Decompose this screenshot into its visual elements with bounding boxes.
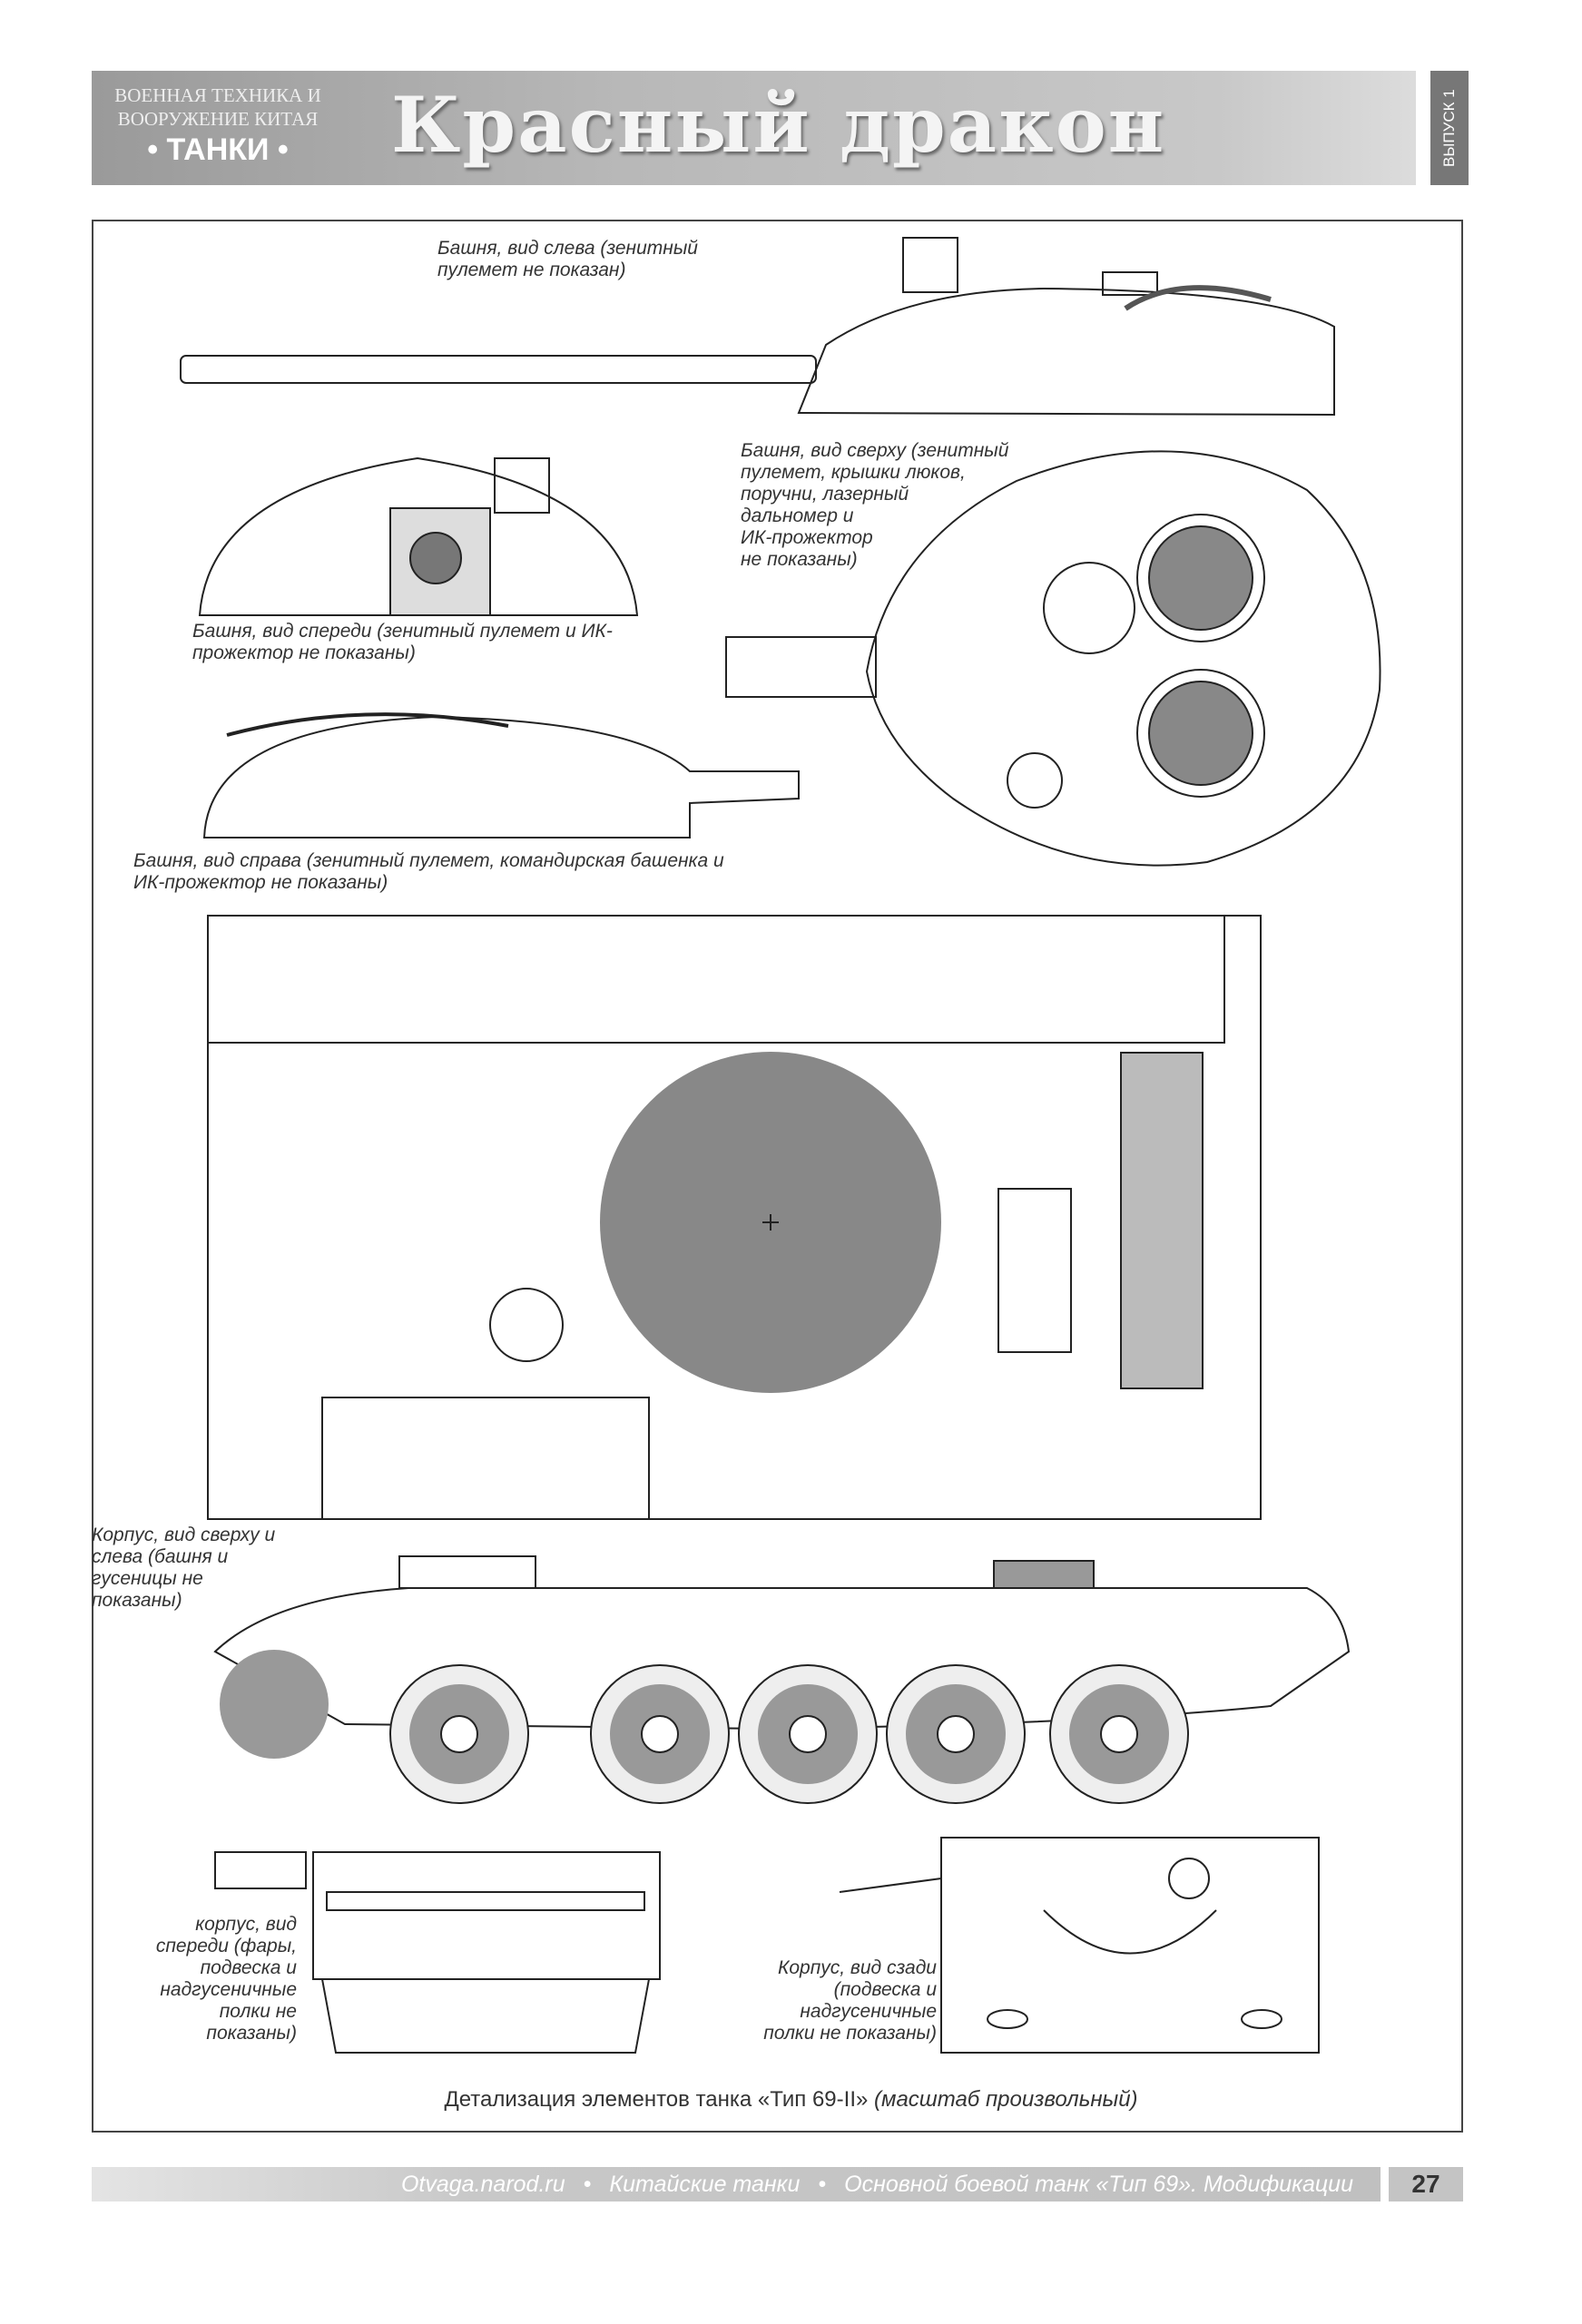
figure-caption: Детализация элементов танка «Тип 69-II» … xyxy=(0,2087,1582,2113)
hull-front-view xyxy=(214,1851,661,2054)
footer-chapter: Основной боевой танк «Тип 69». Модификац… xyxy=(844,2172,1353,2197)
header-banner: ВОЕННАЯ ТЕХНИКА И ВООРУЖЕНИЕ КИТАЯ • ТАН… xyxy=(92,71,1416,185)
series-line-2: ВООРУЖЕНИЕ КИТАЯ xyxy=(117,108,319,130)
figure-caption-main: Детализация элементов танка «Тип 69-II» xyxy=(444,2087,869,2112)
footer-bar: Otvaga.narod.ru • Китайские танки • Основной… xyxy=(92,2167,1381,2201)
footer-separator: • xyxy=(583,2172,592,2197)
section-label: • ТАНКИ • xyxy=(147,132,289,167)
turret-right-view xyxy=(202,712,800,838)
drawing-frame xyxy=(92,220,1463,2133)
footer-separator: • xyxy=(818,2172,827,2197)
magazine-title: Красный дракон xyxy=(391,80,1166,170)
hull-top-view xyxy=(207,915,1262,1520)
footer-site: Otvaga.narod.ru xyxy=(400,2172,565,2197)
caption-turret-top: Башня, вид сверху (зенитный пулемет, кры… xyxy=(741,440,1009,570)
footer-book: Китайские танки xyxy=(609,2172,801,2197)
turret-left-view xyxy=(180,237,1335,417)
hull-rear-view xyxy=(839,1837,1320,2054)
turret-front-view xyxy=(198,456,639,616)
turret-top-view xyxy=(725,450,1381,867)
caption-hull-top-left: Корпус, вид сверху и слева (башня и гусе… xyxy=(92,1525,276,1611)
caption-hull-rear: Корпус, вид сзади (подвеска и надгусенич… xyxy=(763,1957,937,2044)
caption-turret-left: Башня, вид слева (зенитный пулемет не по… xyxy=(437,238,698,280)
page-number: 27 xyxy=(1389,2167,1463,2201)
figure-caption-note: (масштаб произвольный) xyxy=(874,2087,1138,2112)
caption-turret-right: Башня, вид справа (зенитный пулемет, ком… xyxy=(133,850,724,893)
hull-side-view xyxy=(213,1555,1351,1804)
caption-turret-front: Башня, вид спереди (зенитный пулемет и И… xyxy=(192,621,613,663)
caption-hull-front: корпус, вид спереди (фары, подвеска и на… xyxy=(155,1914,297,2044)
series-name: ВОЕННАЯ ТЕХНИКА И ВООРУЖЕНИЕ КИТАЯ • ТАН… xyxy=(104,83,331,167)
series-line-1: ВОЕННАЯ ТЕХНИКА И xyxy=(114,84,321,106)
